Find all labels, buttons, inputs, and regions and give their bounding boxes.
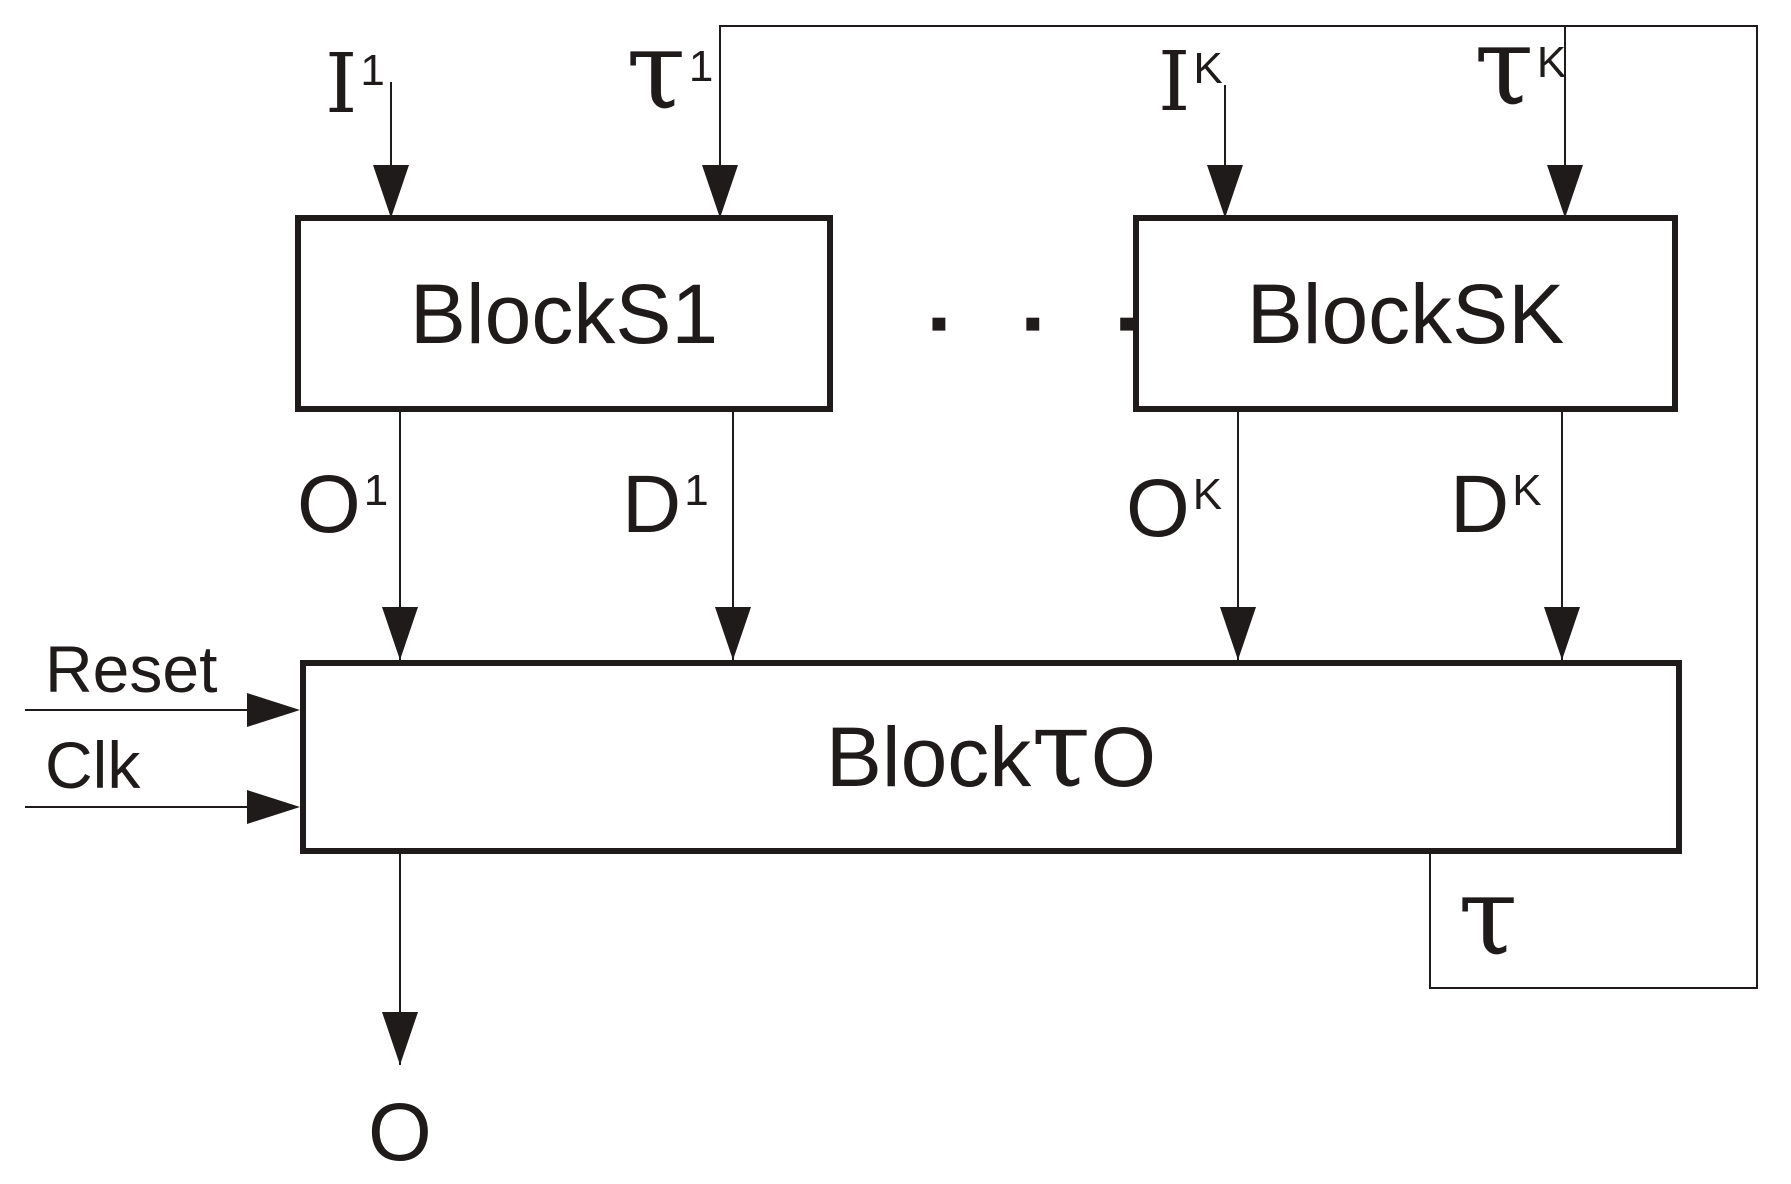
label-reset: Reset bbox=[45, 632, 218, 706]
label-d1: D1 bbox=[622, 459, 709, 550]
wire-tauk bbox=[1564, 25, 1566, 218]
wire-tau1 bbox=[719, 25, 721, 218]
arrowhead-o-output bbox=[382, 1012, 418, 1065]
wire-dk bbox=[1561, 412, 1563, 660]
block-tau-o-label: BlockτO bbox=[825, 687, 1157, 812]
wire-clk bbox=[25, 806, 255, 808]
arrowhead-ok bbox=[1220, 607, 1256, 660]
arrowhead-clk bbox=[247, 790, 300, 824]
label-ik: IK bbox=[1158, 35, 1223, 130]
arrowhead-tauk bbox=[1547, 165, 1583, 218]
label-o1: O1 bbox=[297, 459, 389, 550]
wire-i1 bbox=[390, 82, 392, 218]
block-sk-label: BlockSK bbox=[1246, 266, 1565, 361]
arrowhead-ik bbox=[1207, 165, 1243, 218]
wire-feedback-bottom bbox=[1429, 987, 1758, 989]
label-tau-feedback: τ bbox=[1458, 854, 1518, 980]
block-sk: BlockSK bbox=[1133, 215, 1678, 412]
wire-o1 bbox=[399, 412, 401, 660]
arrowhead-reset bbox=[247, 693, 300, 727]
block-tau-o: BlockτO bbox=[300, 660, 1682, 854]
label-tauk: τK bbox=[1474, 4, 1567, 130]
wire-feedback-drop bbox=[1429, 853, 1431, 989]
arrowhead-i1 bbox=[373, 165, 409, 218]
wire-ok bbox=[1237, 412, 1239, 660]
wire-feedback-right bbox=[1756, 25, 1758, 988]
arrowhead-d1 bbox=[715, 607, 751, 660]
wire-o-output bbox=[399, 854, 401, 1065]
label-i1: I1 bbox=[325, 37, 385, 132]
ellipsis-dots: ▪ ▪ ▪ bbox=[930, 308, 1170, 338]
label-ok: OK bbox=[1126, 463, 1223, 554]
arrowhead-tau1 bbox=[702, 165, 738, 218]
label-tau1: τ1 bbox=[626, 8, 714, 134]
arrowhead-o1 bbox=[382, 607, 418, 660]
label-clk: Clk bbox=[45, 728, 141, 802]
wire-d1 bbox=[732, 412, 734, 660]
wire-feedback-top bbox=[719, 25, 1758, 27]
label-dk: DK bbox=[1450, 459, 1542, 550]
wire-ik bbox=[1224, 85, 1226, 218]
label-o-output: O bbox=[368, 1087, 432, 1178]
block-s1-label: BlockS1 bbox=[409, 266, 719, 361]
block-s1: BlockS1 bbox=[295, 215, 833, 412]
arrowhead-dk bbox=[1544, 607, 1580, 660]
wire-reset bbox=[25, 709, 255, 711]
